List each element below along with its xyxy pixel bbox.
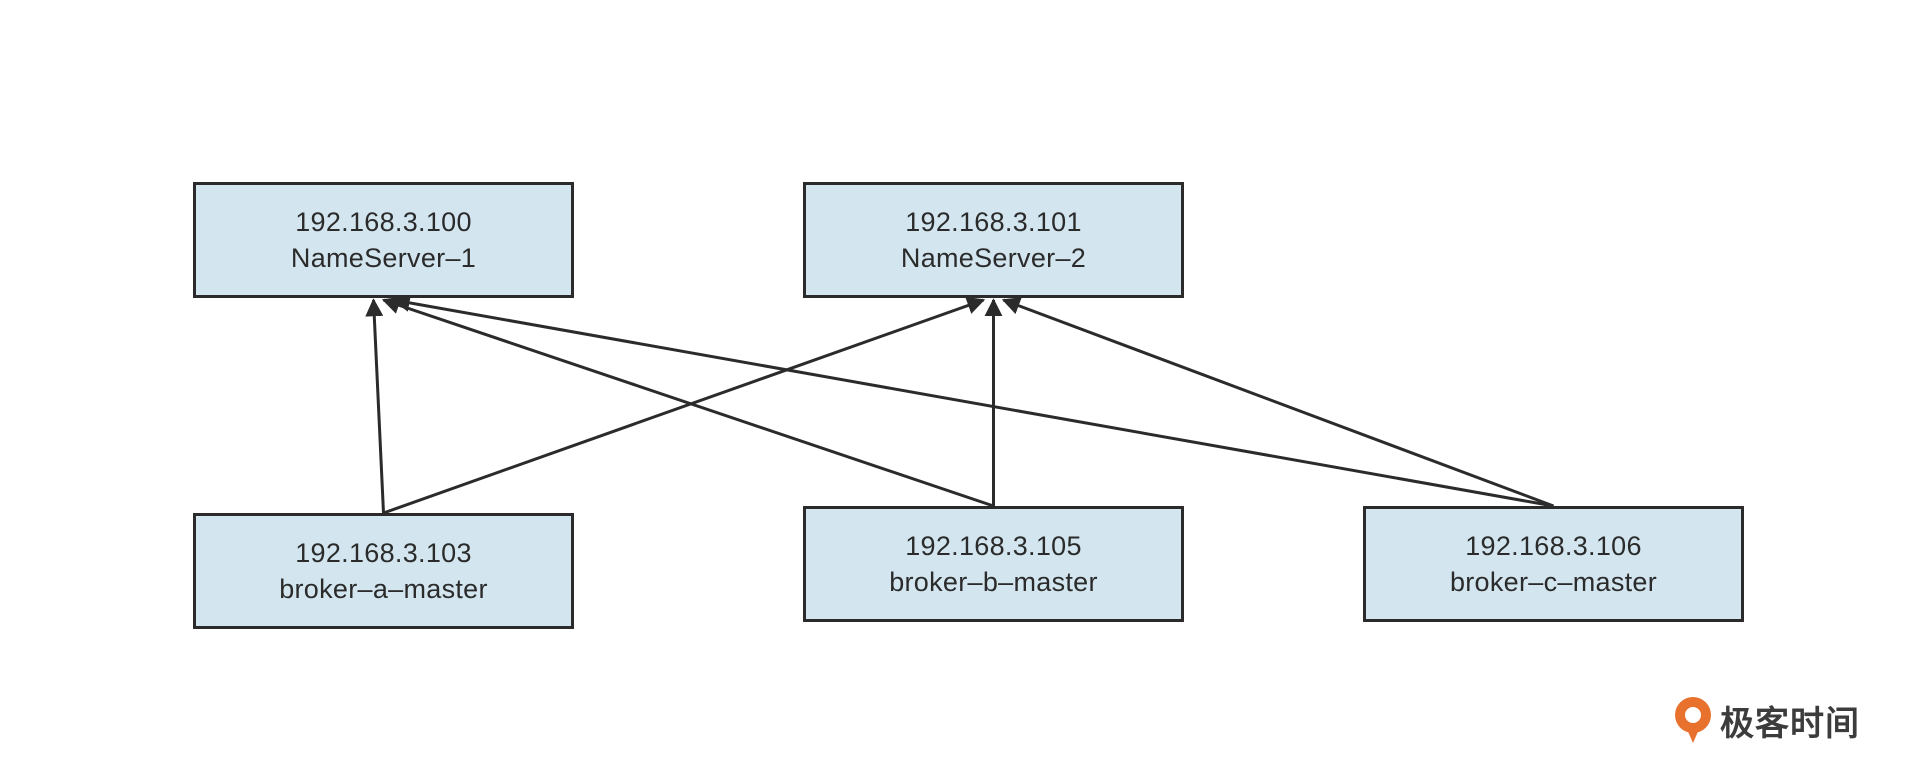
brand-logo-text: 极客时间 — [1720, 703, 1860, 744]
brand-logo: 极客时间 — [1672, 695, 1860, 745]
node-name: NameServer–1 — [290, 243, 477, 273]
node-ip: 192.168.3.106 — [1465, 531, 1642, 561]
edge-bc-to-ns2 — [1001, 297, 1555, 508]
node-ip: 192.168.3.105 — [905, 531, 1082, 561]
node-ip: 192.168.3.103 — [295, 538, 472, 568]
geekbang-logo-icon — [1675, 697, 1711, 743]
node-ip: 192.168.3.101 — [905, 207, 1082, 237]
edge-group — [365, 293, 1555, 515]
node-broker-c-master: 192.168.3.106 broker–c–master — [1363, 506, 1744, 622]
node-nameserver-2: 192.168.3.101 NameServer–2 — [803, 182, 1184, 298]
node-name: broker–b–master — [889, 567, 1098, 597]
node-broker-b-master: 192.168.3.105 broker–b–master — [803, 506, 1184, 622]
edge-ba-to-ns2 — [382, 296, 986, 515]
node-broker-a-master: 192.168.3.103 broker–a–master — [193, 513, 574, 629]
edge-bc-to-ns1 — [391, 293, 1554, 508]
node-nameserver-1: 192.168.3.100 NameServer–1 — [193, 182, 574, 298]
node-ip: 192.168.3.100 — [295, 207, 472, 237]
edge-bb-to-ns1 — [381, 296, 994, 508]
edge-ba-to-ns1 — [365, 298, 385, 514]
node-name: broker–c–master — [1449, 567, 1658, 597]
node-name: NameServer–2 — [900, 243, 1087, 273]
node-name: broker–a–master — [279, 574, 488, 604]
